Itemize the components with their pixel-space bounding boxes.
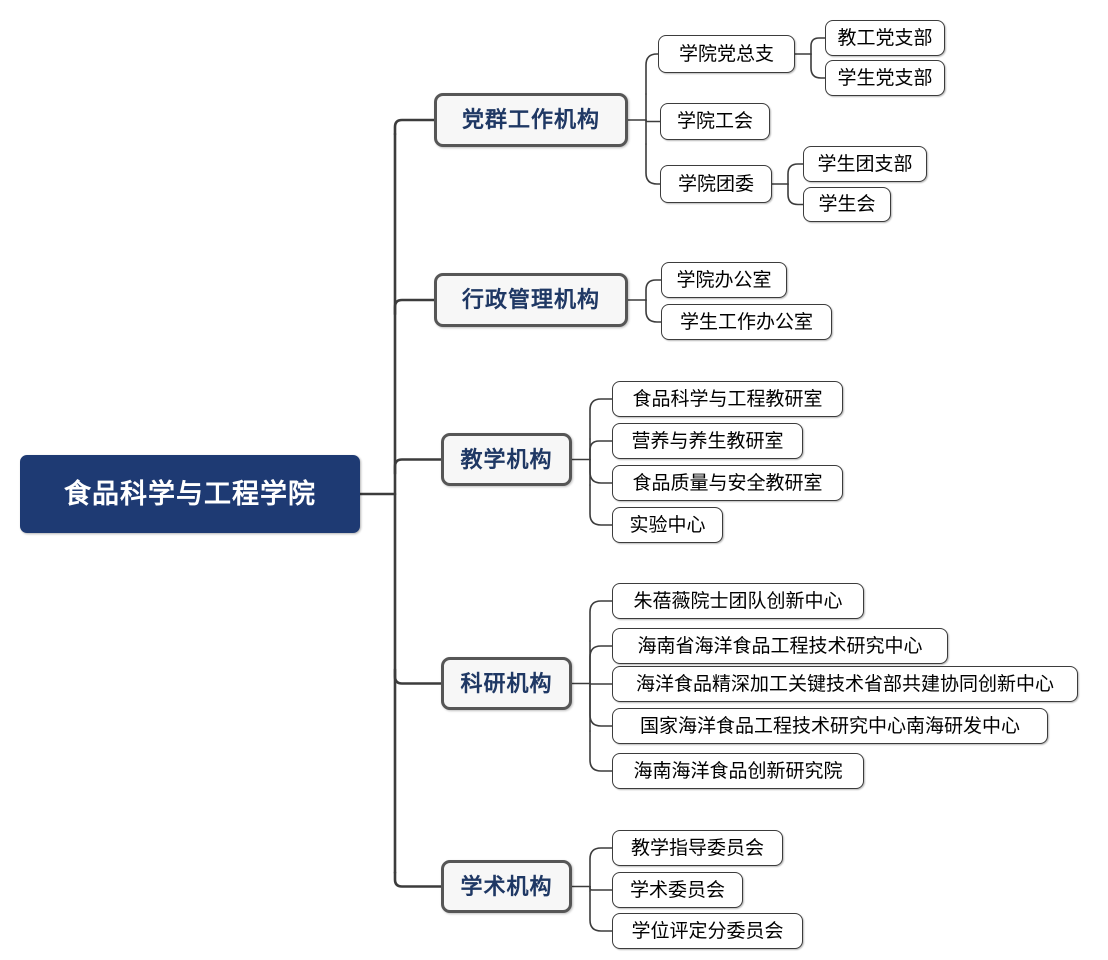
connector-path [589,398,613,440]
node-label: 海洋食品精深加工关键技术省部共建协同创新中心 [635,673,1054,695]
node-label: 海南省海洋食品工程技术研究中心 [637,635,923,657]
node-label: 行政管理机构 [461,287,600,312]
connector-path [589,847,613,888]
node-label: 学院办公室 [676,269,772,291]
leaf-node-student-party[interactable]: 学生党支部 [825,60,945,96]
node-label: 学院团委 [677,173,754,195]
connector-path [645,279,662,301]
leaf-node-student-affairs-office[interactable]: 学生工作办公室 [661,304,832,340]
leaf-node-student-union[interactable]: 学生会 [803,187,891,222]
node-label: 食品质量与安全教研室 [632,472,823,494]
branch-node-admin[interactable]: 行政管理机构 [434,273,628,327]
leaf-node-academic-committee[interactable]: 学术委员会 [612,872,743,908]
connector-path [645,53,659,95]
node-label: 教学机构 [460,446,553,472]
connector-path [589,440,613,461]
connector-path [393,118,436,136]
leaf-node-hainan-innovation-institute[interactable]: 海南海洋食品创新研究院 [612,753,864,789]
leaf-node-quality-safety-dept[interactable]: 食品质量与安全教研室 [612,465,843,501]
connector-path [393,871,443,888]
connector-path [645,143,661,185]
leaf-node-union[interactable]: 学院工会 [660,103,770,140]
leaf-node-zhubeiwei-center[interactable]: 朱蓓薇院士团队创新中心 [612,583,864,619]
node-label: 食品科学与工程教研室 [632,388,823,410]
branch-node-academic[interactable]: 学术机构 [441,860,572,913]
branch-node-party[interactable]: 党群工作机构 [434,93,628,147]
node-label: 学生会 [818,194,876,215]
leaf-node-food-sci-eng-dept[interactable]: 食品科学与工程教研室 [612,381,843,417]
node-label: 学生团支部 [817,153,913,175]
node-label: 学术委员会 [629,879,725,901]
connector-path [589,600,613,642]
leaf-node-student-league-branch[interactable]: 学生团支部 [803,146,927,182]
connector-path [787,163,804,185]
connector-path [589,645,613,685]
connector-path [810,53,826,79]
node-label: 实验中心 [629,514,706,536]
connector-path [589,885,613,891]
connector-path [589,730,613,772]
node-label: 学院党总支 [678,43,774,65]
leaf-node-deep-processing-center[interactable]: 海洋食品精深加工关键技术省部共建协同创新中心 [612,666,1078,702]
connector-path [645,119,661,123]
connector-path [645,299,662,323]
leaf-node-degree-committee[interactable]: 学位评定分委员会 [612,913,803,949]
branch-node-research[interactable]: 科研机构 [441,657,572,710]
node-label: 食品科学与工程学院 [64,478,316,509]
leaf-node-teaching-guidance-committee[interactable]: 教学指导委员会 [612,830,783,866]
connector-path [787,183,804,206]
connector-path [589,458,613,484]
node-label: 学位评定分委员会 [631,920,784,942]
connector-path [393,298,436,316]
leaf-node-college-office[interactable]: 学院办公室 [661,262,787,298]
leaf-node-staff-party[interactable]: 教工党支部 [825,20,945,56]
leaf-node-youth-league[interactable]: 学院团委 [660,165,772,203]
node-label: 学生党支部 [837,67,933,89]
node-label: 科研机构 [460,670,553,696]
node-label: 学生工作办公室 [679,311,813,333]
node-label: 党群工作机构 [461,107,600,132]
connector-path [589,484,613,526]
connector-path [393,458,443,475]
node-label: 朱蓓薇院士团队创新中心 [633,590,843,612]
connector-path [810,37,826,55]
connector-path [589,890,613,932]
node-label: 学院工会 [676,111,753,132]
root-node[interactable]: 食品科学与工程学院 [20,455,360,533]
leaf-node-nutrition-dept[interactable]: 营养与养生教研室 [612,423,803,459]
leaf-node-lab-center[interactable]: 实验中心 [612,507,723,543]
leaf-node-national-nanhai-center[interactable]: 国家海洋食品工程技术研究中心南海研发中心 [612,708,1048,744]
connector-path [589,685,613,727]
node-label: 国家海洋食品工程技术研究中心南海研发中心 [639,715,1020,737]
node-label: 教学指导委员会 [630,837,764,859]
leaf-node-party-general[interactable]: 学院党总支 [658,35,795,73]
leaf-node-hainan-marine-food-center[interactable]: 海南省海洋食品工程技术研究中心 [612,628,948,664]
branch-node-teaching[interactable]: 教学机构 [441,433,572,486]
node-label: 教工党支部 [837,27,933,49]
node-label: 营养与养生教研室 [631,430,784,452]
node-label: 海南海洋食品创新研究院 [633,760,843,782]
connector-path [393,668,443,685]
node-label: 学术机构 [460,873,553,899]
